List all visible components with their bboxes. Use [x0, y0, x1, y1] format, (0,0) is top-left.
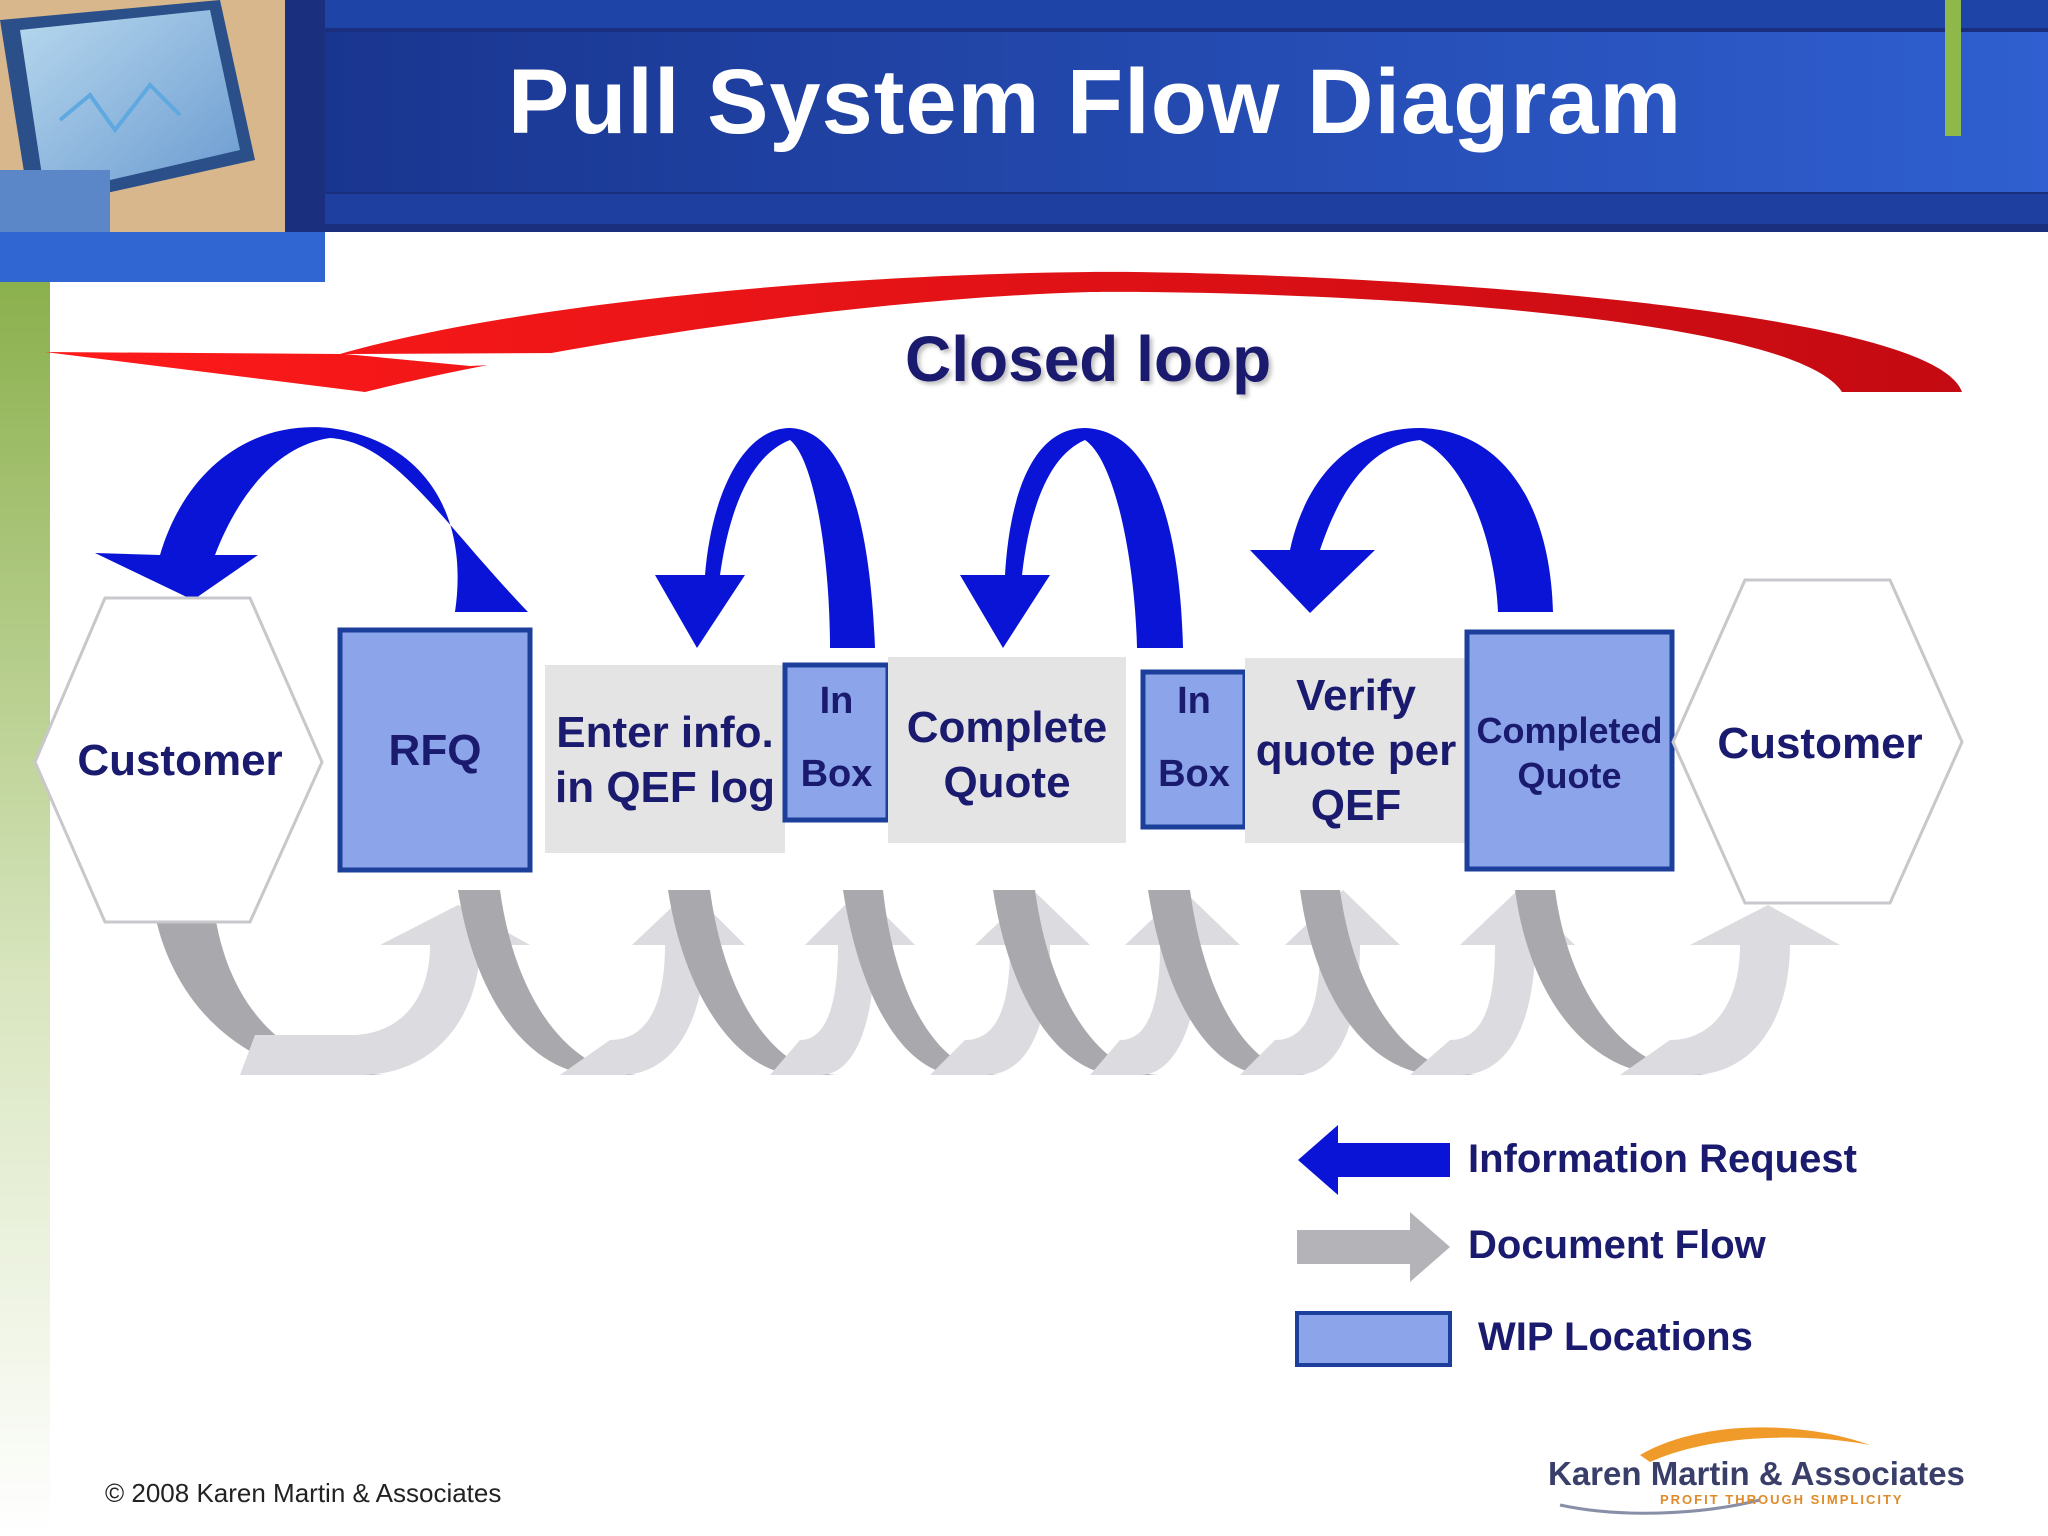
- legend-document-flow-label: Document Flow: [1468, 1223, 1766, 1267]
- legend-wip-locations-label: WIP Locations: [1478, 1315, 1753, 1359]
- legend-document-flow-arrow: [1297, 1212, 1450, 1282]
- info-arrow-completed-to-verify: [1250, 428, 1553, 613]
- logo-name: Karen Martin & Associates: [1548, 1455, 1965, 1492]
- closed-loop-label: Closed loop: [905, 323, 1272, 395]
- computer-monitor-icon: [0, 0, 285, 232]
- doc-flow-arrow-6: [1148, 890, 1400, 1075]
- enter-info-process-box: [545, 665, 785, 853]
- copyright-footer: © 2008 Karen Martin & Associates: [105, 1478, 502, 1508]
- page-title: Pull System Flow Diagram: [507, 51, 1683, 153]
- doc-flow-arrow-8: [1515, 890, 1840, 1075]
- info-request-arrows: [95, 427, 1553, 648]
- complete-quote-label: Complete Quote: [906, 703, 1108, 807]
- header-accent-bar: [1945, 0, 1961, 136]
- logo-tagline: PROFIT THROUGH SIMPLICITY: [1660, 1492, 1904, 1507]
- process-shapes: [33, 578, 1964, 924]
- inbox2-top-label: In: [1177, 680, 1211, 723]
- logo-swoosh-icon: [1640, 1427, 1870, 1462]
- legend: [1295, 1125, 1452, 1367]
- rfq-label: RFQ: [388, 725, 482, 775]
- complete-quote-process-box: [888, 657, 1126, 843]
- customer-right-hexagon: [1671, 578, 1964, 905]
- verify-quote-label: Verify quote per QEF: [1255, 670, 1457, 830]
- info-arrow-inbox-to-enter: [655, 428, 875, 648]
- logo-underline-icon: [1559, 1498, 1761, 1515]
- verify-quote-process-box: [1245, 658, 1467, 843]
- completed-quote-label: Completed Quote: [1476, 709, 1663, 796]
- header-lower-tab: [0, 232, 325, 282]
- inbox1-wip-box: [782, 662, 891, 823]
- customer-left-hexagon: [33, 596, 324, 924]
- inbox2-bottom-label: Box: [1158, 753, 1230, 796]
- closed-loop-arrow: [45, 271, 1962, 392]
- enter-info-label: Enter info. in QEF log: [555, 708, 775, 812]
- doc-flow-arrow-4: [843, 890, 1090, 1075]
- header: [0, 0, 2048, 282]
- info-arrow-rfq-to-customer: [95, 427, 528, 612]
- customer-left-label: Customer: [77, 735, 283, 785]
- inbox1-top-label: In: [819, 680, 854, 723]
- legend-wip-box: [1295, 1311, 1452, 1367]
- legend-info-request-label: Information Request: [1468, 1137, 1857, 1181]
- legend-info-request-arrow: [1298, 1125, 1450, 1195]
- doc-flow-arrow-1: [155, 905, 530, 1075]
- inbox1-bottom-label: Box: [800, 753, 873, 796]
- info-arrow-inbox-to-complete: [960, 428, 1183, 648]
- rfq-wip-box: [337, 627, 533, 873]
- completed-quote-wip-box: [1464, 629, 1675, 872]
- customer-right-label: Customer: [1717, 718, 1923, 768]
- left-accent-bar: [0, 282, 50, 1536]
- doc-flow-arrow-5: [993, 890, 1240, 1075]
- document-flow-arrows: [155, 890, 1840, 1075]
